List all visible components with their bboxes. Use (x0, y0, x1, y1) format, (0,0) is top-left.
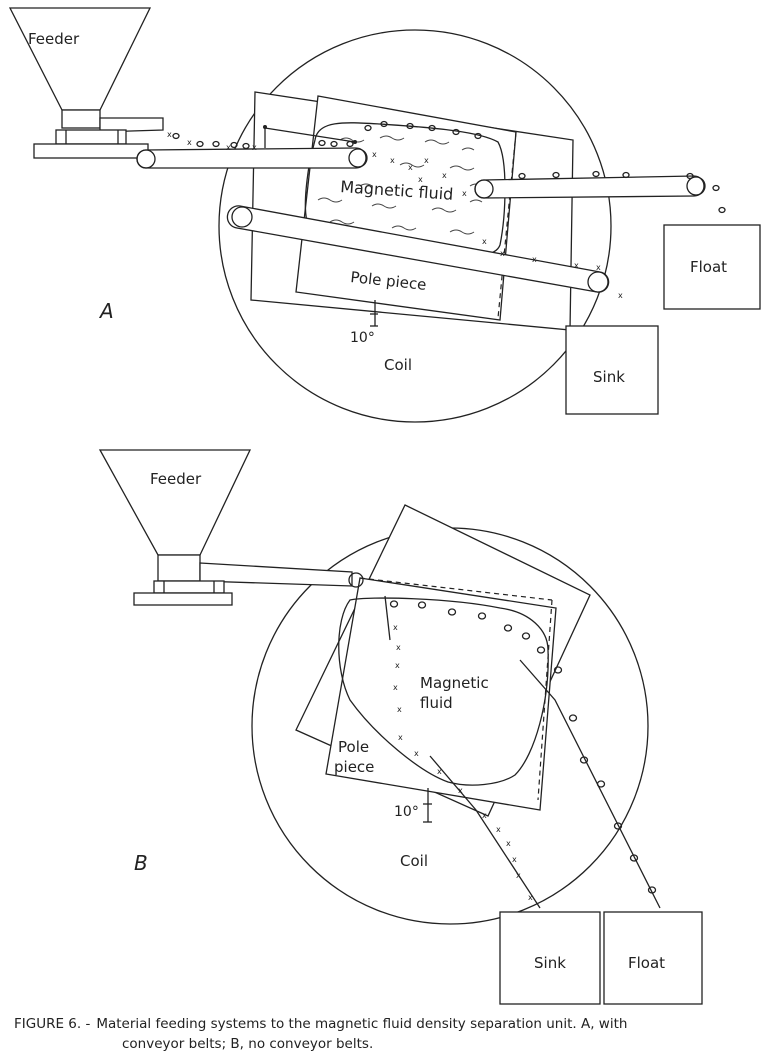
svg-text:x: x (462, 189, 467, 198)
coil-circle-a (218, 29, 612, 423)
caption-label: FIGURE 6. - (14, 1016, 91, 1032)
panel-id-a: A (98, 299, 114, 323)
svg-text:x: x (437, 767, 442, 776)
feeder-label-a: Feeder (28, 30, 80, 48)
sink-bin-a (565, 325, 659, 415)
svg-text:x: x (482, 237, 487, 246)
svg-text:x: x (414, 749, 419, 758)
feeder-platform-a (33, 143, 149, 159)
conveyor-belt-float-a (474, 175, 705, 199)
svg-text:x: x (458, 786, 463, 795)
angle-label-a: 10° (350, 330, 375, 346)
svg-text:x: x (424, 156, 429, 165)
sink-label-a: Sink (593, 368, 625, 386)
svg-text:x: x (397, 705, 402, 714)
svg-text:x: x (167, 130, 172, 139)
pole-piece-b (325, 577, 557, 811)
sink-guide-b (384, 595, 391, 641)
sink-particles-a: x x x x x x x x x x x x x x x x x (167, 130, 623, 300)
svg-text:x: x (528, 893, 533, 902)
svg-text:x: x (618, 291, 623, 300)
svg-text:x: x (500, 249, 505, 258)
svg-text:x: x (516, 871, 521, 880)
float-bin-b (603, 911, 703, 1005)
angle-label-b: 10° (394, 804, 419, 820)
svg-text:x: x (574, 261, 579, 270)
svg-text:x: x (226, 143, 231, 152)
svg-text:x: x (442, 171, 447, 180)
float-particles-b (389, 600, 657, 894)
feeder-neck-a (61, 109, 101, 129)
svg-text:x: x (418, 175, 423, 184)
svg-text:x: x (393, 683, 398, 692)
svg-text:x: x (482, 811, 487, 820)
magnetic-fluid-b (338, 597, 549, 786)
feeder-neck-b (157, 554, 201, 582)
panel-a: x x x x x x x x x x x x x x x x x Feeder… (8, 7, 761, 423)
sink-label-b: Sink (534, 954, 566, 972)
caption-line-2: conveyor belts; B, no conveyor belts. (122, 1036, 374, 1052)
pole-dashed-edge-a (497, 131, 517, 319)
svg-text:x: x (596, 263, 601, 272)
sink-particles-b: x x x x x x x x x x x x x x x (393, 623, 533, 902)
coil-label-b: Coil (400, 852, 428, 870)
svg-text:x: x (512, 855, 517, 864)
piece-label-b: piece (334, 758, 374, 776)
fluid-label-b: fluid (420, 694, 453, 712)
float-label-b: Float (628, 954, 665, 972)
feeder-hopper-b (98, 449, 252, 556)
svg-text:x: x (496, 825, 501, 834)
feeder-platform-b (133, 592, 233, 606)
svg-text:x: x (372, 150, 377, 159)
svg-text:x: x (187, 138, 192, 147)
svg-text:x: x (252, 143, 257, 152)
feeder-label-b: Feeder (150, 470, 202, 488)
svg-text:x: x (395, 661, 400, 670)
svg-text:x: x (506, 839, 511, 848)
float-bin-a (663, 224, 761, 310)
figure-diagram: x x x x x x x x x x x x x x x x x Feeder… (8, 7, 761, 1005)
float-label-a: Float (690, 258, 727, 276)
float-chute-b (519, 659, 661, 909)
svg-text:x: x (396, 643, 401, 652)
feeder-chute-a (99, 117, 164, 133)
svg-text:x: x (408, 163, 413, 172)
float-particles-a (172, 120, 726, 214)
pole-label-b: Pole (338, 738, 369, 756)
magnetic-label-b: Magnetic (420, 674, 489, 692)
panel-id-b: B (134, 851, 148, 875)
svg-text:x: x (532, 255, 537, 264)
panel-b: x x x x x x x x x x x x x x x Feeder Mag… (98, 449, 703, 1005)
sink-chute-b (429, 755, 541, 909)
feeder-hopper-a (8, 7, 152, 111)
svg-text:x: x (390, 156, 395, 165)
svg-text:x: x (398, 733, 403, 742)
svg-text:x: x (393, 623, 398, 632)
figure-caption: FIGURE 6. - Material feeding systems to t… (14, 1014, 759, 1054)
sink-bin-b (499, 911, 601, 1005)
caption-line-1: Material feeding systems to the magnetic… (96, 1016, 628, 1032)
coil-label-a: Coil (384, 356, 412, 374)
